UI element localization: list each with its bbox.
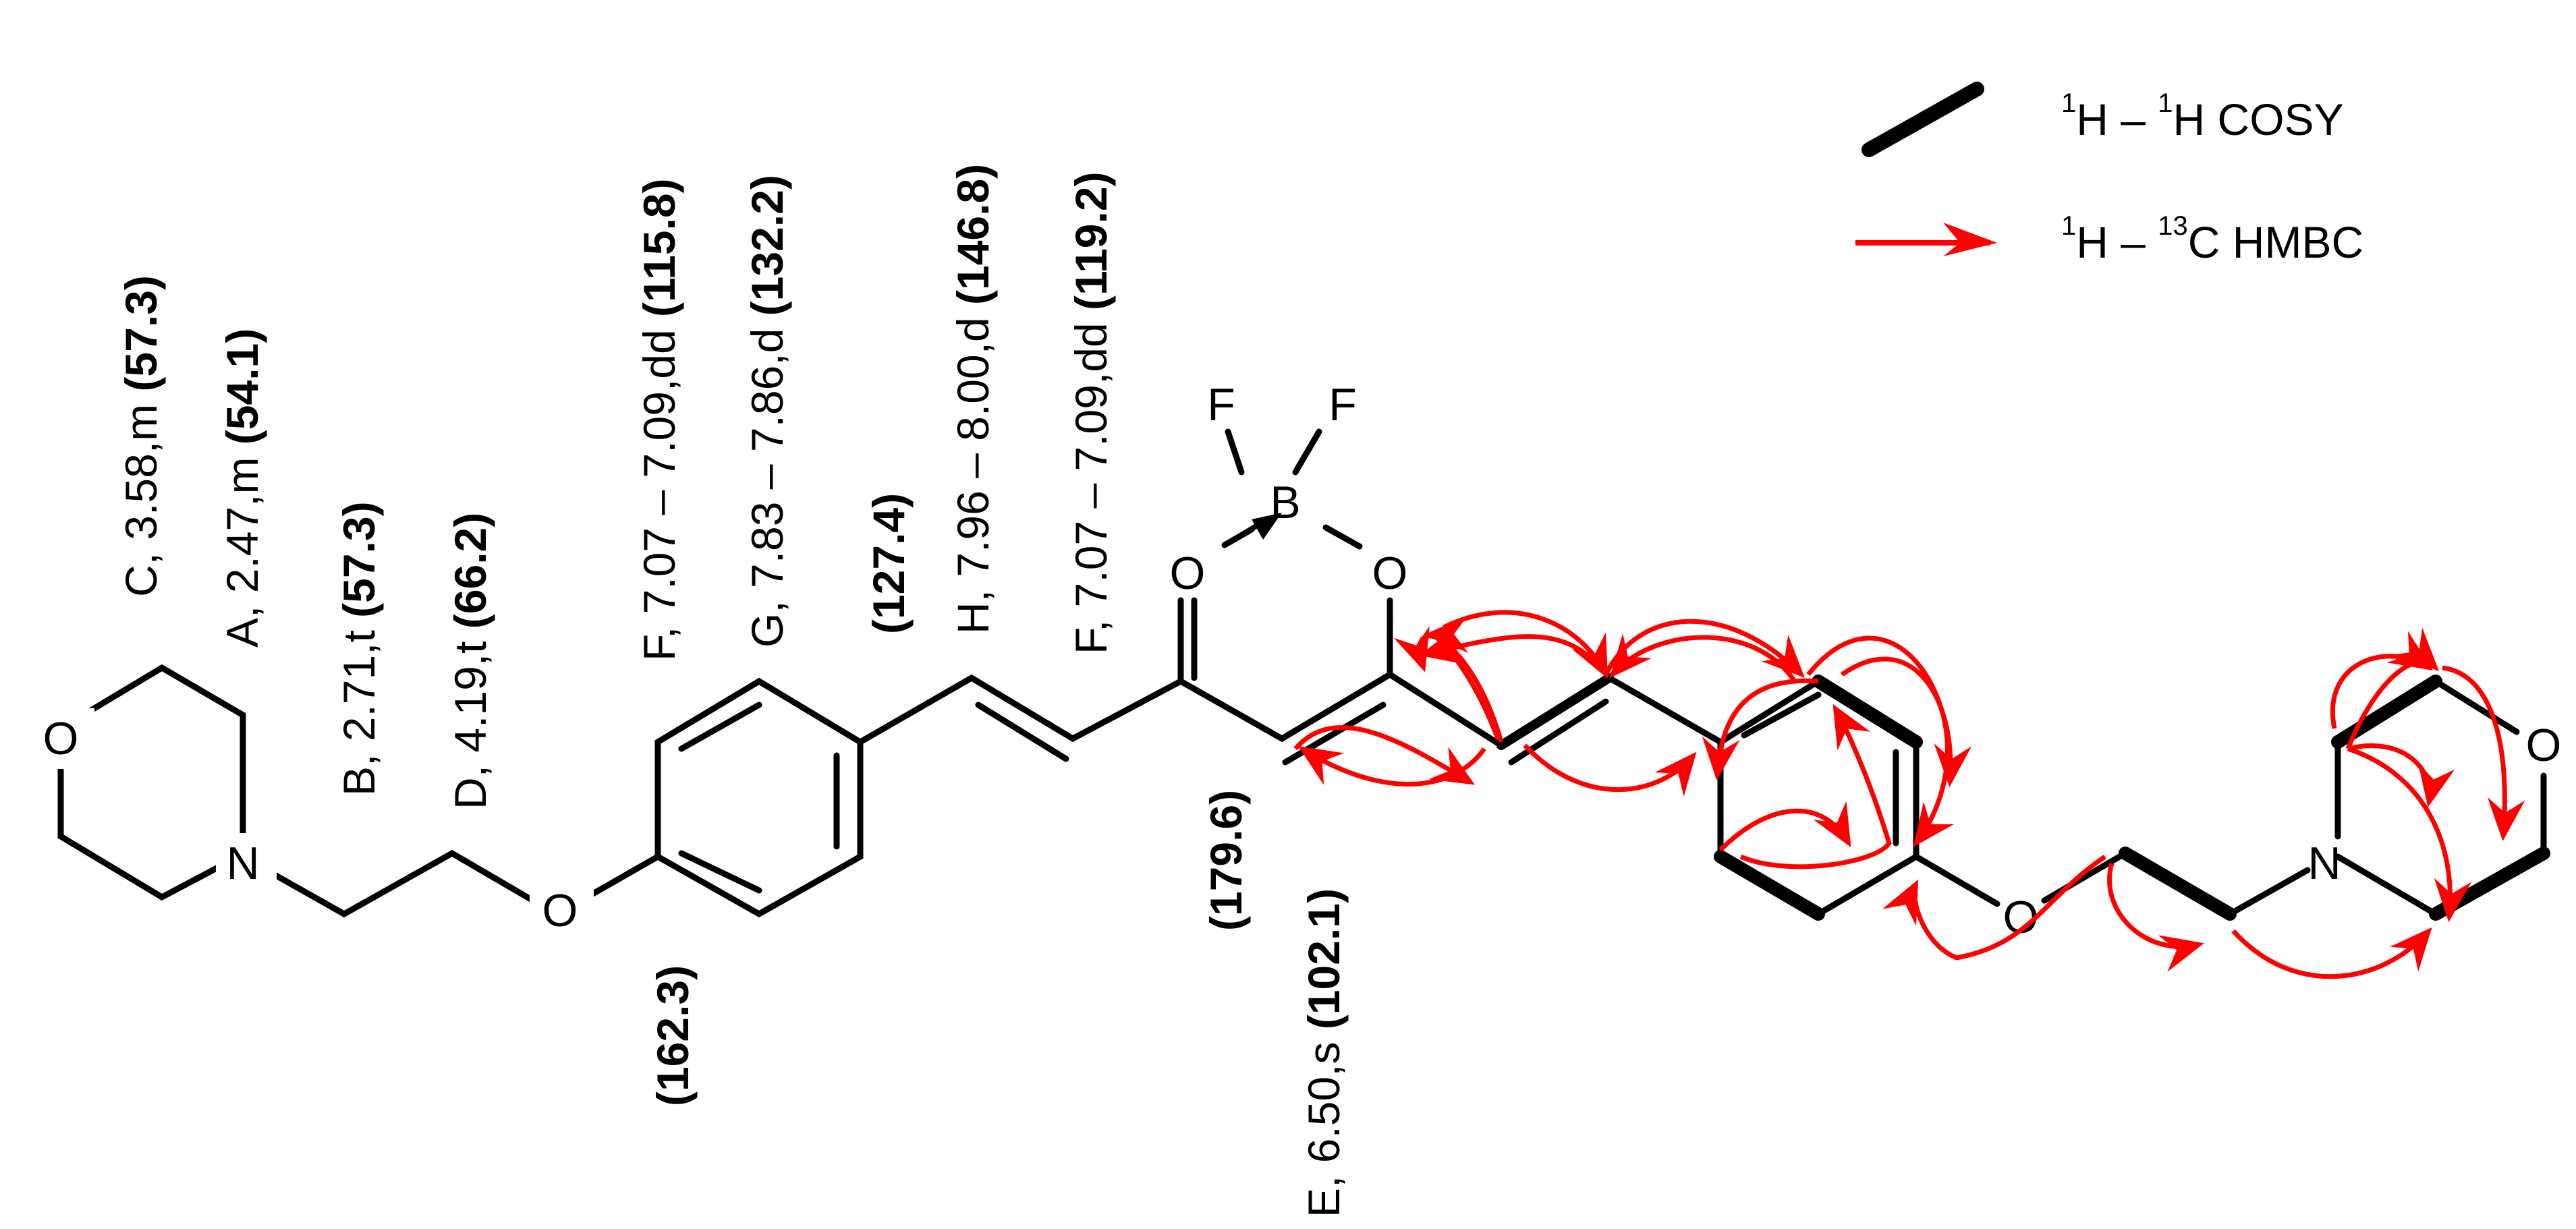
legend-hmbc-label: 1H – 13C HMBC	[2061, 211, 2363, 267]
atom-labels: O N O O B F F O O N O	[27, 379, 2561, 943]
dative-arrow	[1223, 513, 1282, 548]
hmbc-arrow	[1609, 633, 1797, 683]
legend-cosy-label: 1H – 1H COSY	[2061, 88, 2344, 144]
hmbc-arrow	[2347, 743, 2455, 807]
label-c-1623: (162.3)	[648, 965, 698, 1106]
hmbc-arrow	[1523, 743, 1697, 797]
label-f2: F, 7.07 – 7.09,dd (119.2)	[1066, 171, 1116, 654]
hmbc-arrow	[1293, 724, 1476, 785]
legend: 1H – 1H COSY 1H – 13C HMBC	[1855, 82, 2363, 267]
hmbc-arrow	[2231, 927, 2432, 979]
hmbc-arrow	[2107, 863, 2204, 972]
hmbc-arrow	[1739, 704, 1892, 869]
label-f1: F, 7.07 – 7.09,dd (115.8)	[634, 178, 684, 661]
atom-o-enol: O	[1372, 548, 1408, 599]
hmbc-arrow	[1298, 746, 1486, 787]
hmbc-correlations	[1293, 610, 2525, 979]
label-c-1274: (127.4)	[864, 493, 914, 634]
hmbc-arrow	[2347, 746, 2472, 922]
label-e: E, 6.50,s (102.1)	[1299, 888, 1349, 1218]
label-h: H, 7.96 – 8.00,d (146.8)	[948, 164, 998, 634]
legend-cosy-swatch	[1861, 82, 1984, 157]
label-c: C, 3.58,m (57.3)	[116, 275, 166, 597]
atom-o-ether-left: O	[542, 885, 578, 936]
atom-n-morph-right: N	[2307, 838, 2341, 889]
atom-b: B	[1270, 477, 1300, 528]
hmbc-arrow	[2442, 665, 2525, 841]
atom-o-morph-left: O	[43, 713, 79, 764]
atom-f-left: F	[1207, 379, 1235, 430]
bonds	[57, 428, 2547, 918]
hmbc-arrow	[1718, 801, 1851, 852]
hmbc-arrow	[1882, 855, 2106, 961]
legend-hmbc-swatch	[1855, 223, 1997, 256]
hmbc-arrow	[2330, 631, 2433, 729]
atom-f-right: F	[1328, 379, 1357, 430]
label-b: B, 2.71,t (57.3)	[334, 501, 384, 796]
atom-n-morph-left: N	[226, 838, 259, 889]
label-d: D, 4.19,t (66.2)	[445, 513, 495, 809]
label-c-1796: (179.6)	[1201, 790, 1251, 931]
label-a: A, 2.47,m (54.1)	[217, 328, 267, 648]
hmbc-arrow	[1840, 656, 1972, 787]
hmbc-arrow	[1702, 678, 1819, 780]
label-g: G, 7.83 – 7.86,d (132.2)	[742, 175, 792, 648]
atom-o-morph-right: O	[2526, 720, 2562, 771]
hmbc-arrow	[1603, 619, 1805, 678]
atom-o-carbonyl: O	[1170, 548, 1206, 599]
hmbc-arrow	[1443, 610, 1608, 679]
nmr-labels: C, 3.58,m (57.3) A, 2.47,m (54.1) B, 2.7…	[116, 164, 1349, 1218]
